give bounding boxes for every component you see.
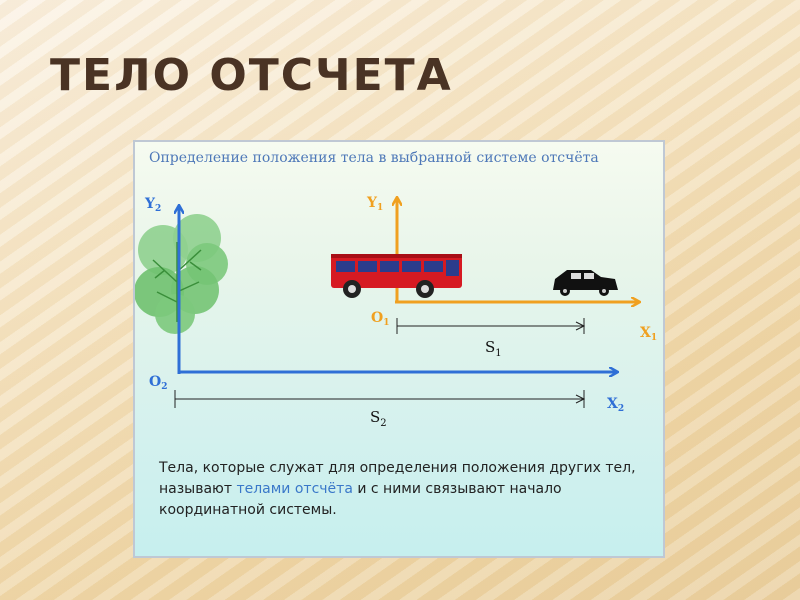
s2-label: S2 [370,408,387,429]
figure-panel: Определение положения тела в выбранной с… [133,140,665,558]
s1-dimension: S1 [396,318,586,359]
s2-dimension: S2 [174,390,586,429]
s1-label: S1 [485,338,502,359]
slide-title: ТЕЛО ОТСЧЕТА [50,50,453,101]
tree-icon [135,214,228,334]
x2-label: X2 [607,396,624,414]
description-text: Тела, которые служат для определения пол… [159,460,636,518]
highlighted-term: телами отсчёта [236,481,353,497]
reference-frame-diagram: Определение положения тела в выбранной с… [135,150,657,429]
o2-label: O2 [149,374,167,392]
figure-caption: Определение положения тела в выбранной с… [149,150,599,166]
y1-label: Y1 [366,195,383,213]
x1-label: X1 [640,325,657,343]
y2-label: Y2 [144,196,161,214]
bus-icon [331,254,462,298]
car-icon [553,270,618,296]
o1-label: O1 [371,310,389,328]
